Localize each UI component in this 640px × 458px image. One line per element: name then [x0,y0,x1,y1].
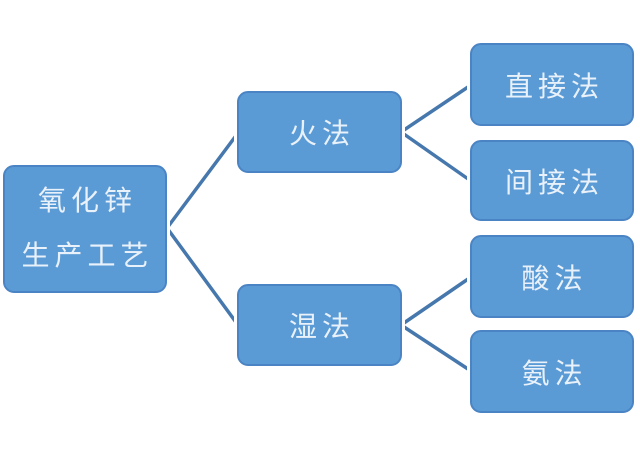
node-direct-method-label: 直接法 [504,71,604,103]
node-indirect-method-label: 间接法 [504,167,604,199]
node-ammonia-method-label: 氨法 [521,358,588,390]
connector-wet-to-ammonia [399,323,473,373]
node-direct-method: 直接法 [470,43,634,126]
connector-fire-to-direct [399,83,473,134]
node-indirect-method: 间接法 [470,140,634,221]
node-ammonia-method: 氨法 [470,330,634,413]
node-wet-method: 湿法 [237,284,402,366]
node-root-label-line1: 氧化锌 [37,186,137,217]
node-root: 氧化锌 生产工艺 [3,165,167,293]
connector-root-to-wet [165,226,240,327]
node-acid-method-label: 酸法 [521,263,588,295]
connector-fire-to-indirect [399,130,473,183]
node-fire-method: 火法 [237,91,402,173]
connector-root-to-fire [165,131,240,230]
node-acid-method: 酸法 [470,235,634,318]
node-wet-method-label: 湿法 [288,312,355,343]
node-root-label-line2: 生产工艺 [21,241,154,272]
connector-wet-to-acid [399,275,473,327]
node-fire-method-label: 火法 [288,119,355,150]
